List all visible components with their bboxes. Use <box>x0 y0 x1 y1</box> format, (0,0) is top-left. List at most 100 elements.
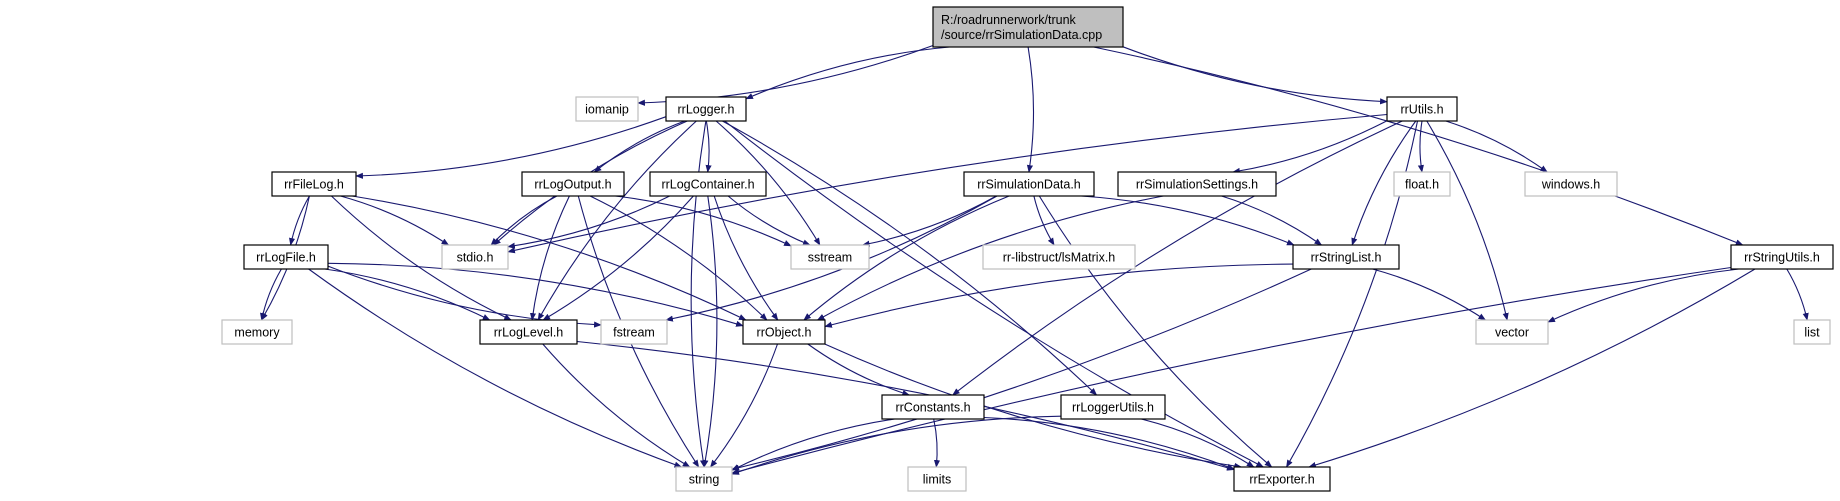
node-box <box>790 244 870 270</box>
edge-rrSimulationData-to-rrExporter <box>1038 195 1273 468</box>
node-box <box>1475 319 1549 345</box>
edge-rrFileLog-to-rrObject <box>352 195 747 321</box>
node-rrStringList[interactable]: rrStringList.h <box>1292 244 1400 270</box>
node-box <box>1386 96 1458 122</box>
node-label: rrExporter.h <box>1249 473 1314 487</box>
node-box <box>742 319 826 345</box>
node-label: rrLoggerUtils.h <box>1072 401 1154 415</box>
node-label: rrLogLevel.h <box>494 326 564 340</box>
edge-rrStringUtils-to-list <box>1786 268 1809 321</box>
edge-rrLogLevel-to-string <box>542 343 691 468</box>
edge-root-to-iomanip <box>637 44 934 106</box>
node-box <box>1730 244 1834 270</box>
node-box <box>1793 319 1831 345</box>
node-box <box>1117 171 1277 197</box>
node-fstream: fstream <box>600 319 668 345</box>
node-label: float.h <box>1405 178 1439 192</box>
node-rrUtils[interactable]: rrUtils.h <box>1386 96 1458 122</box>
edge-rrConstants-to-rrExporter <box>983 416 1235 470</box>
node-box <box>600 319 668 345</box>
node-label: rrSimulationData.h <box>977 178 1081 192</box>
edge-rrLogOutput-to-rrObject <box>589 195 768 321</box>
node-label: vector <box>1495 326 1529 340</box>
edge-rrLogger-to-rrExporter <box>724 120 1264 468</box>
edge-rrFileLog-to-stdio <box>340 195 450 246</box>
node-label: rr-libstruct/lsMatrix.h <box>1003 251 1116 265</box>
node-rrFileLog[interactable]: rrFileLog.h <box>271 171 357 197</box>
edge-rrSimulationData-to-rrStringList <box>1081 195 1295 246</box>
node-label: rrConstants.h <box>895 401 970 415</box>
node-label: rrSimulationSettings.h <box>1136 178 1258 192</box>
node-box <box>479 319 578 345</box>
node-stdio: stdio.h <box>441 244 509 270</box>
node-box <box>1524 171 1618 197</box>
node-float: float.h <box>1393 171 1451 197</box>
edge-root-to-rrSimulationData <box>1026 46 1035 173</box>
node-iomanip: iomanip <box>575 96 639 122</box>
node-lsMatrix: rr-libstruct/lsMatrix.h <box>982 244 1136 270</box>
node-rrSimulationData[interactable]: rrSimulationData.h <box>963 171 1095 197</box>
node-box <box>221 319 293 345</box>
edge-rrLogFile-to-rrLogLevel <box>324 268 491 321</box>
node-rrObject[interactable]: rrObject.h <box>742 319 826 345</box>
node-box <box>521 171 625 197</box>
edge-rrStringUtils-to-vector <box>1547 268 1739 323</box>
node-rrLogLevel[interactable]: rrLogLevel.h <box>479 319 578 345</box>
node-label: /source/rrSimulationData.cpp <box>941 28 1102 42</box>
edge-rrUtils-to-rrConstants <box>952 120 1403 396</box>
node-rrLogFile[interactable]: rrLogFile.h <box>243 244 329 270</box>
edge-rrUtils-to-vector <box>1426 120 1509 321</box>
edge-rrUtils-to-rrExporter <box>1286 120 1419 468</box>
node-rrExporter[interactable]: rrExporter.h <box>1233 466 1331 492</box>
edge-rrSimulationData-to-lsMatrix <box>1033 195 1055 246</box>
node-rrLogOutput[interactable]: rrLogOutput.h <box>521 171 625 197</box>
node-box <box>575 96 639 122</box>
node-rrLoggerUtils[interactable]: rrLoggerUtils.h <box>1060 394 1166 420</box>
node-box <box>675 466 733 492</box>
node-rrLogger[interactable]: rrLogger.h <box>665 96 747 122</box>
edge-rrLogOutput-to-stdio <box>490 195 558 246</box>
node-box <box>665 96 747 122</box>
node-label: rrLogOutput.h <box>534 178 611 192</box>
node-label: limits <box>923 473 951 487</box>
edge-rrLogContainer-to-sstream <box>727 195 811 246</box>
node-box <box>649 171 767 197</box>
node-box <box>907 466 967 492</box>
edge-root-to-rrUtils <box>1122 46 1388 105</box>
node-rrLogContainer[interactable]: rrLogContainer.h <box>649 171 767 197</box>
edge-rrLogContainer-to-rrLogLevel <box>542 195 694 321</box>
node-label: windows.h <box>1541 178 1600 192</box>
node-label: rrLogContainer.h <box>661 178 754 192</box>
node-label: string <box>689 473 720 487</box>
node-label: rrUtils.h <box>1400 103 1443 117</box>
node-label: rrStringList.h <box>1311 251 1382 265</box>
edge-layer <box>260 44 1809 475</box>
node-sstream: sstream <box>790 244 870 270</box>
edge-rrLogger-to-rrLogLevel <box>537 120 697 321</box>
node-box <box>441 244 509 270</box>
edge-rrUtils-to-float <box>1417 120 1424 173</box>
edge-rrUtils-to-rrStringList <box>1351 120 1417 246</box>
edge-rrSimulationData-to-fstream <box>665 195 998 322</box>
node-label: stdio.h <box>457 251 494 265</box>
edge-rrLogger-to-rrLogContainer <box>705 120 712 173</box>
edge-rrUtils-to-windows <box>1445 120 1548 173</box>
node-label: rrStringUtils.h <box>1744 251 1820 265</box>
node-label: rrFileLog.h <box>284 178 344 192</box>
edge-rrLogContainer-to-rrObject <box>713 195 779 321</box>
edge-rrLogOutput-to-sstream <box>615 195 792 247</box>
node-rrStringUtils[interactable]: rrStringUtils.h <box>1730 244 1834 270</box>
node-label: memory <box>234 326 280 340</box>
node-box <box>963 171 1095 197</box>
node-box <box>881 394 985 420</box>
node-rrConstants[interactable]: rrConstants.h <box>881 394 985 420</box>
node-root[interactable]: R:/roadrunnerwork/trunk/source/rrSimulat… <box>932 6 1124 48</box>
node-layer: R:/roadrunnerwork/trunk/source/rrSimulat… <box>221 6 1834 492</box>
edge-rrSimulationSettings-to-rrStringList <box>1221 195 1323 246</box>
edge-rrLogFile-to-rrObject <box>327 262 744 327</box>
node-rrSimulationSettings[interactable]: rrSimulationSettings.h <box>1117 171 1277 197</box>
node-windows: windows.h <box>1524 171 1618 197</box>
edge-rrObject-to-string <box>710 343 779 468</box>
edge-rrFileLog-to-rrLogLevel <box>331 195 512 321</box>
